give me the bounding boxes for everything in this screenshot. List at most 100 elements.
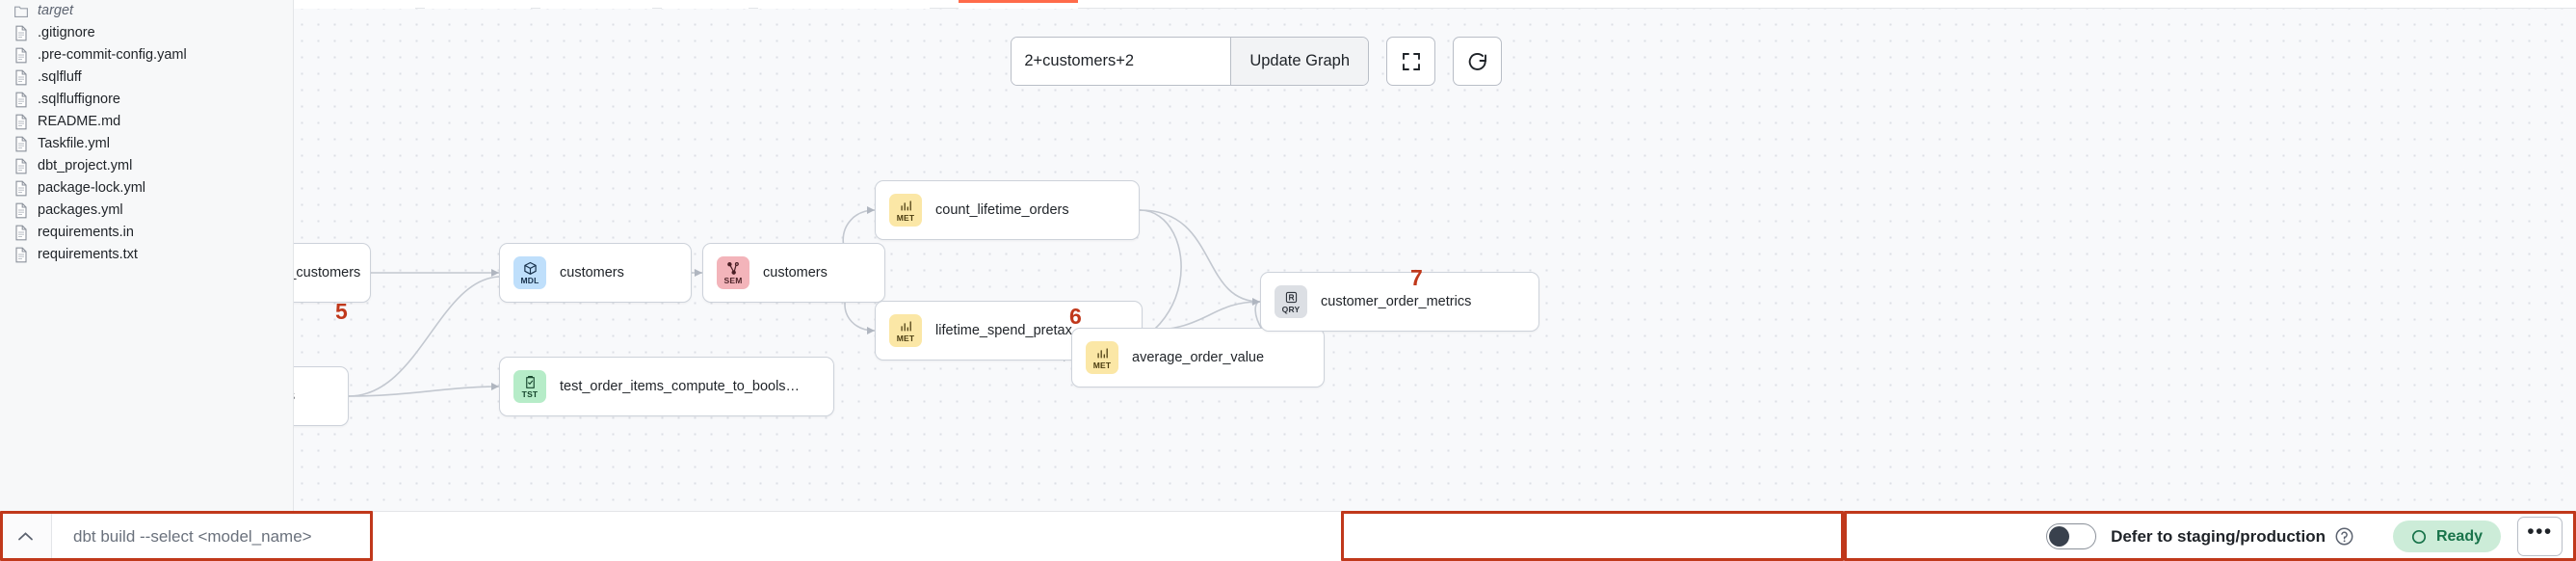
file-row[interactable]: .gitignore bbox=[0, 22, 293, 44]
file-name: .sqlfluff bbox=[38, 69, 82, 85]
file-name: package-lock.yml bbox=[38, 180, 146, 196]
selector-group: Update Graph bbox=[1011, 37, 1369, 86]
query-icon: QRY bbox=[1275, 285, 1307, 318]
defer-toggle[interactable] bbox=[2046, 523, 2097, 549]
file-icon bbox=[13, 114, 29, 130]
dag-node[interactable]: orders bbox=[294, 366, 349, 426]
dag-node[interactable]: TST test_order_items_compute_to_bools… bbox=[499, 357, 834, 416]
defer-label: Defer to staging/production bbox=[2111, 526, 2326, 546]
node-label: customer_order_metrics bbox=[1321, 294, 1472, 309]
tab-stub-2[interactable] bbox=[425, 0, 531, 9]
help-circle-icon[interactable] bbox=[2334, 526, 2354, 547]
folder-icon bbox=[13, 3, 29, 19]
node-label: test_order_items_compute_to_bools… bbox=[560, 379, 801, 394]
annotation-number-5: 5 bbox=[335, 299, 348, 324]
graph-selector-input[interactable] bbox=[1012, 38, 1231, 85]
status-bar-right: Defer to staging/production Ready bbox=[2046, 512, 2576, 561]
node-badge-text: MET bbox=[896, 333, 915, 343]
bar-chart-icon: MET bbox=[889, 314, 922, 347]
file-icon bbox=[13, 136, 29, 152]
status-badge[interactable]: Ready bbox=[2392, 521, 2501, 552]
file-row[interactable]: Taskfile.yml bbox=[0, 133, 293, 155]
tab-stub-4[interactable] bbox=[662, 0, 749, 9]
defer-toggle-group: Defer to staging/production bbox=[2046, 523, 2374, 549]
dag-node[interactable]: MDL customers bbox=[499, 243, 692, 303]
node-label: average_order_value bbox=[1132, 350, 1265, 365]
more-dots-icon: ••• bbox=[2527, 521, 2553, 543]
file-name: target bbox=[38, 3, 74, 18]
node-badge-text: MET bbox=[1092, 360, 1112, 370]
file-name: requirements.in bbox=[38, 225, 134, 240]
chevron-up-icon[interactable] bbox=[0, 512, 52, 561]
node-badge-text: SEM bbox=[723, 275, 743, 285]
file-icon bbox=[13, 180, 29, 197]
file-name: dbt_project.yml bbox=[38, 158, 133, 174]
status-bar: Defer to staging/production Ready bbox=[0, 511, 2576, 561]
semantic-icon: SEM bbox=[717, 256, 749, 289]
tab-stub-1[interactable] bbox=[294, 0, 415, 9]
file-row[interactable]: .sqlfluff bbox=[0, 67, 293, 89]
bar-chart-icon: MET bbox=[889, 194, 922, 227]
toggle-knob bbox=[2049, 525, 2070, 547]
dag-node[interactable]: QRY customer_order_metrics bbox=[1260, 272, 1539, 332]
file-name: .sqlfluffignore bbox=[38, 92, 120, 107]
dag-node[interactable]: MET average_order_value bbox=[1071, 328, 1325, 387]
node-label: orders bbox=[294, 388, 295, 404]
cube-icon: MDL bbox=[513, 256, 546, 289]
file-icon bbox=[13, 158, 29, 174]
file-row[interactable]: packages.yml bbox=[0, 200, 293, 222]
file-icon bbox=[13, 92, 29, 108]
file-name: .gitignore bbox=[38, 25, 95, 40]
expand-icon[interactable] bbox=[1386, 37, 1435, 86]
file-row[interactable]: requirements.in bbox=[0, 222, 293, 244]
node-label: customers bbox=[560, 265, 624, 280]
refresh-icon[interactable] bbox=[1453, 37, 1502, 86]
file-icon bbox=[13, 225, 29, 241]
status-label: Ready bbox=[2435, 527, 2483, 545]
more-options-button[interactable]: ••• bbox=[2517, 517, 2563, 556]
node-label: stg_customers bbox=[294, 265, 361, 280]
tab-stub-5[interactable] bbox=[758, 0, 930, 9]
node-label: customers bbox=[763, 265, 828, 280]
node-badge-text: TST bbox=[521, 388, 539, 399]
editor-tab-strip bbox=[294, 0, 2576, 9]
dag-node[interactable]: stg_customers bbox=[294, 243, 371, 303]
node-badge-text: MET bbox=[896, 212, 915, 223]
file-name: README.md bbox=[38, 114, 121, 129]
file-row[interactable]: README.md bbox=[0, 111, 293, 133]
file-row[interactable]: dbt_project.yml bbox=[0, 155, 293, 177]
file-explorer-sidebar: target .gitignore .pre-commit-config.yaml.… bbox=[0, 0, 294, 561]
node-label: lifetime_spend_pretax bbox=[935, 323, 1072, 338]
file-row[interactable]: package-lock.yml bbox=[0, 177, 293, 200]
file-row[interactable]: .sqlfluffignore bbox=[0, 89, 293, 111]
command-input[interactable] bbox=[52, 512, 591, 561]
file-row[interactable]: .pre-commit-config.yaml bbox=[0, 44, 293, 67]
file-icon bbox=[13, 47, 29, 64]
node-badge-text: QRY bbox=[1281, 304, 1301, 314]
file-row[interactable]: target bbox=[0, 0, 293, 22]
file-icon bbox=[13, 69, 29, 86]
annotation-number-7: 7 bbox=[1410, 265, 1423, 290]
file-name: .pre-commit-config.yaml bbox=[38, 47, 187, 63]
file-row[interactable]: requirements.txt bbox=[0, 244, 293, 266]
file-icon bbox=[13, 202, 29, 219]
dag-node[interactable]: SEM customers bbox=[702, 243, 885, 303]
update-graph-button[interactable]: Update Graph bbox=[1230, 38, 1368, 85]
file-tree: target .gitignore .pre-commit-config.yaml.… bbox=[0, 0, 293, 266]
circle-icon bbox=[2411, 529, 2427, 545]
file-icon bbox=[13, 247, 29, 263]
bar-chart-icon: MET bbox=[1086, 341, 1118, 374]
annotation-number-6: 6 bbox=[1069, 304, 1082, 329]
file-icon bbox=[13, 25, 29, 41]
clipboard-check-icon: TST bbox=[513, 370, 546, 403]
tab-stub-3[interactable] bbox=[540, 0, 652, 9]
node-badge-text: MDL bbox=[520, 275, 539, 285]
file-name: packages.yml bbox=[38, 202, 123, 218]
file-name: Taskfile.yml bbox=[38, 136, 110, 151]
tab-stub-active[interactable] bbox=[959, 0, 1078, 9]
file-name: requirements.txt bbox=[38, 247, 138, 262]
